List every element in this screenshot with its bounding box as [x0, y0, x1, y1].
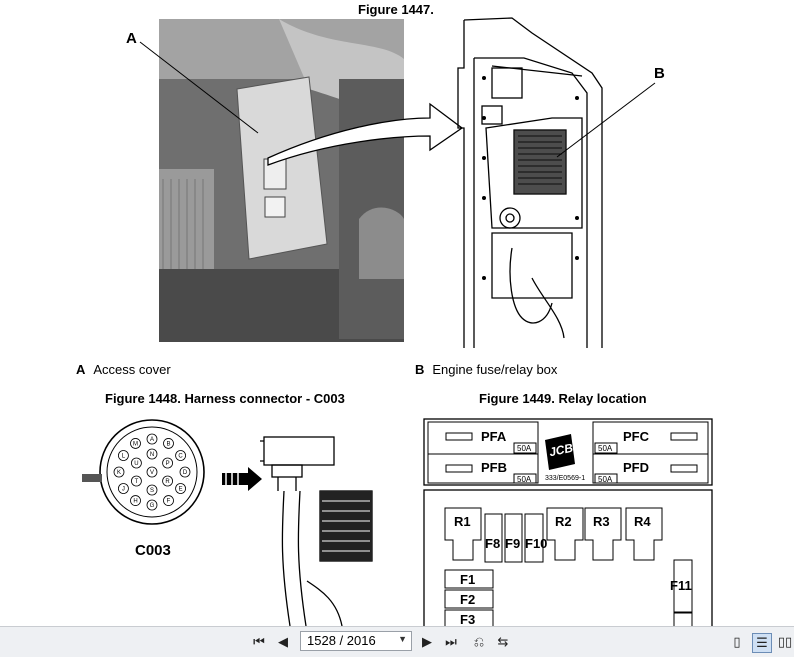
pfc-label: PFC	[623, 429, 649, 444]
facing-view-icon[interactable]: ▯▯	[777, 634, 793, 649]
legend-b-text: Engine fuse/relay box	[432, 362, 558, 377]
legend-a-key: A	[76, 362, 86, 377]
connector-pin	[118, 483, 129, 494]
fuse-f11: F11	[670, 578, 692, 593]
viewer-toolbar: ⏮ ◀ 1528 / 2016 ▼ ▶ ⏭ ⎌ ⇆ ▯ ☰ ▯▯	[0, 626, 794, 657]
connector-pin	[163, 495, 174, 506]
connector-pin-label: H	[133, 499, 137, 505]
fuse-f10: F10	[525, 536, 548, 551]
callout-a: A	[126, 30, 137, 47]
legend-b: B Engine fuse/relay box	[415, 362, 557, 377]
access-cover-photo	[159, 19, 404, 342]
connector-pin	[130, 495, 141, 506]
legend-a-text: Access cover	[93, 362, 171, 377]
connector-pin	[146, 448, 158, 460]
page-indicator: 1528 / 2016	[307, 633, 376, 648]
harness-connector-drawing	[222, 436, 373, 626]
connector-pin-label: V	[150, 470, 154, 476]
connector-pin-label: E	[179, 487, 183, 493]
part-number: 333/E0569-1	[545, 475, 586, 482]
connector-pin-label: T	[135, 479, 139, 485]
callout-b: B	[654, 65, 665, 82]
document-page: Figure 1447. A	[76, 2, 713, 626]
connector-pin-label: M	[133, 441, 138, 447]
connector-pin-label: R	[165, 479, 170, 485]
fuse-relay-box: PFA PFB PFC PFD 50A 50A 50A 50A JCB 333/…	[423, 418, 713, 626]
figure-1449-title: Figure 1449. Relay location	[479, 391, 647, 406]
page-number-select[interactable]: 1528 / 2016 ▼	[300, 631, 412, 651]
fuse-f9: F9	[505, 536, 521, 551]
legend-b-key: B	[415, 362, 425, 377]
relay-r2: R2	[555, 514, 572, 529]
pfa-amp: 50A	[517, 444, 532, 453]
connector-pin	[118, 450, 129, 461]
figure-1447-title: Figure 1447.	[358, 2, 434, 17]
fuse-box-location-drawing	[457, 17, 603, 348]
continuous-view-icon[interactable]: ☰	[752, 633, 772, 653]
last-page-icon[interactable]: ⏭	[445, 634, 457, 649]
legend-a: A Access cover	[76, 362, 171, 377]
connector-pin-label: N	[150, 452, 154, 458]
connector-pin-label: G	[150, 503, 155, 509]
connector-pin	[131, 475, 142, 487]
connector-pin-label: F	[167, 499, 171, 505]
connector-pin-label: A	[150, 437, 154, 443]
connector-pin-label: D	[183, 470, 188, 476]
c003-connector-face: A B C D E F G H J K L M N P R S T U V	[82, 419, 205, 525]
connector-pin	[162, 475, 173, 487]
figure-1448-title: Figure 1448. Harness connector - C003	[105, 391, 345, 406]
go-forward-icon[interactable]: ⇆	[497, 634, 509, 649]
relay-r3: R3	[593, 514, 610, 529]
relay-r4: R4	[634, 514, 651, 529]
connector-pin	[146, 484, 158, 496]
connector-pin-label: P	[166, 461, 170, 467]
first-page-icon[interactable]: ⏮	[253, 634, 265, 649]
connector-pin-label: L	[122, 454, 126, 460]
connector-pin	[163, 438, 174, 449]
pfb-amp: 50A	[517, 475, 532, 484]
fuse-relay-box-outline	[423, 418, 713, 626]
pfb-label: PFB	[481, 460, 507, 475]
connector-pin-label: U	[134, 461, 138, 467]
connector-pin-label: C	[178, 454, 183, 460]
chevron-down-icon: ▼	[398, 634, 407, 644]
go-back-icon[interactable]: ⎌	[473, 634, 485, 649]
pfa-label: PFA	[481, 429, 507, 444]
connector-label: C003	[135, 542, 171, 559]
connector-pin-label: S	[150, 488, 154, 494]
photo-graphic	[159, 19, 404, 342]
next-page-icon[interactable]: ▶	[422, 634, 432, 649]
connector-pin	[175, 483, 186, 494]
fuse-f2: F2	[460, 592, 476, 607]
connector-pin-label: J	[122, 487, 125, 493]
connector-pin-label: B	[166, 441, 170, 447]
previous-page-icon[interactable]: ◀	[278, 634, 288, 649]
connector-pin	[162, 457, 173, 469]
fuse-f8: F8	[485, 536, 501, 551]
connector-pin	[146, 466, 158, 478]
connector-pin	[131, 457, 142, 469]
connector-pin	[146, 433, 158, 445]
pfc-amp: 50A	[598, 444, 613, 453]
relay-r1: R1	[454, 514, 471, 529]
connector-pin	[146, 499, 158, 511]
connector-pin	[113, 466, 125, 478]
pfd-label: PFD	[623, 460, 649, 475]
connector-pin	[179, 466, 191, 478]
pfd-amp: 50A	[598, 475, 613, 484]
fuse-f3: F3	[460, 612, 476, 626]
connector-pin	[175, 450, 186, 461]
fuse-f1: F1	[460, 572, 476, 587]
single-page-view-icon[interactable]: ▯	[733, 634, 741, 649]
connector-pin	[130, 438, 141, 449]
connector-pin-label: K	[117, 470, 121, 476]
